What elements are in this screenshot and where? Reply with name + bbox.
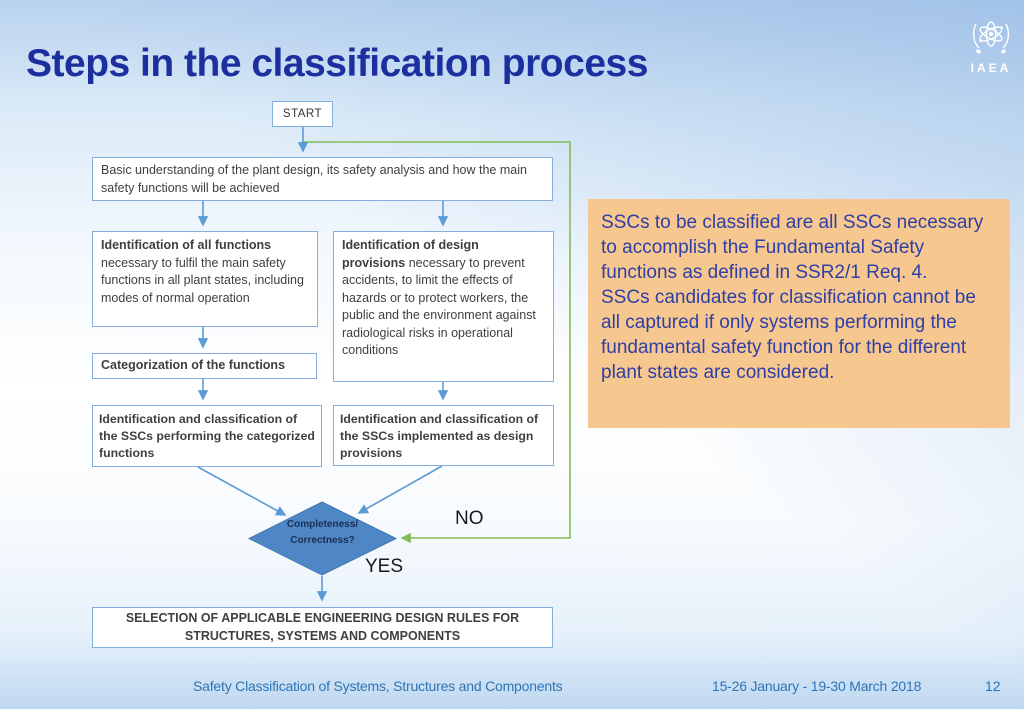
ssc-classification-functions-box: Identification and classification of the… bbox=[92, 405, 322, 467]
decision-label-line1: Completeness/ bbox=[286, 519, 359, 530]
categorization-text: Categorization of the functions bbox=[101, 358, 286, 373]
ssc-classification-functions-text: Identification and classification of the… bbox=[99, 412, 315, 461]
footer-page-number: 12 bbox=[985, 678, 1001, 694]
selection-box: SELECTION OF APPLICABLE ENGINEERING DESI… bbox=[92, 607, 553, 648]
start-box: START bbox=[272, 101, 333, 127]
callout-paragraph-1: SSCs to be classified are all SSCs neces… bbox=[601, 212, 984, 284]
decision-label: Completeness/ Correctness? bbox=[250, 517, 395, 548]
iaea-logo-label: IAEA bbox=[970, 61, 1012, 75]
identification-provisions-lead: Identification of design provisions bbox=[342, 238, 479, 270]
identification-provisions-box: Identification of design provisions nece… bbox=[333, 231, 554, 382]
no-label: NO bbox=[455, 508, 484, 529]
ssc-classification-provisions-text: Identification and classification of the… bbox=[340, 412, 539, 461]
yes-label: YES bbox=[365, 556, 404, 577]
page-title: Steps in the classification process bbox=[26, 42, 648, 85]
footer-date: 15-26 January - 19-30 March 2018 bbox=[712, 678, 922, 694]
identification-functions-rest: necessary to fulfil the main safety func… bbox=[101, 255, 304, 305]
selection-text: SELECTION OF APPLICABLE ENGINEERING DESI… bbox=[125, 611, 520, 643]
decision-label-line2: Correctness? bbox=[290, 534, 355, 546]
ssc-classification-provisions-box: Identification and classification of the… bbox=[333, 405, 554, 466]
arrow-ssc-functions-to-decision bbox=[197, 466, 287, 516]
basic-understanding-box: Basic understanding of the plant design,… bbox=[92, 157, 553, 201]
iaea-logo: IAEA bbox=[963, 14, 1019, 75]
start-label: START bbox=[282, 107, 323, 120]
identification-functions-box: Identification of all functions necessar… bbox=[92, 231, 318, 327]
sscs-callout-box: SSCs to be classified are all SSCs neces… bbox=[588, 199, 1010, 428]
basic-understanding-text: Basic understanding of the plant design,… bbox=[101, 163, 527, 195]
arrow-ssc-provisions-to-decision bbox=[357, 465, 443, 514]
footer-course-title: Safety Classification of Systems, Struct… bbox=[193, 678, 563, 694]
categorization-box: Categorization of the functions bbox=[92, 353, 317, 379]
identification-functions-lead: Identification of all functions bbox=[101, 238, 272, 252]
callout-paragraph-2: SSCs candidates for classification canno… bbox=[601, 287, 976, 384]
iaea-emblem-icon bbox=[972, 21, 1010, 54]
identification-provisions-rest: necessary to prevent accidents, to limit… bbox=[342, 255, 536, 358]
